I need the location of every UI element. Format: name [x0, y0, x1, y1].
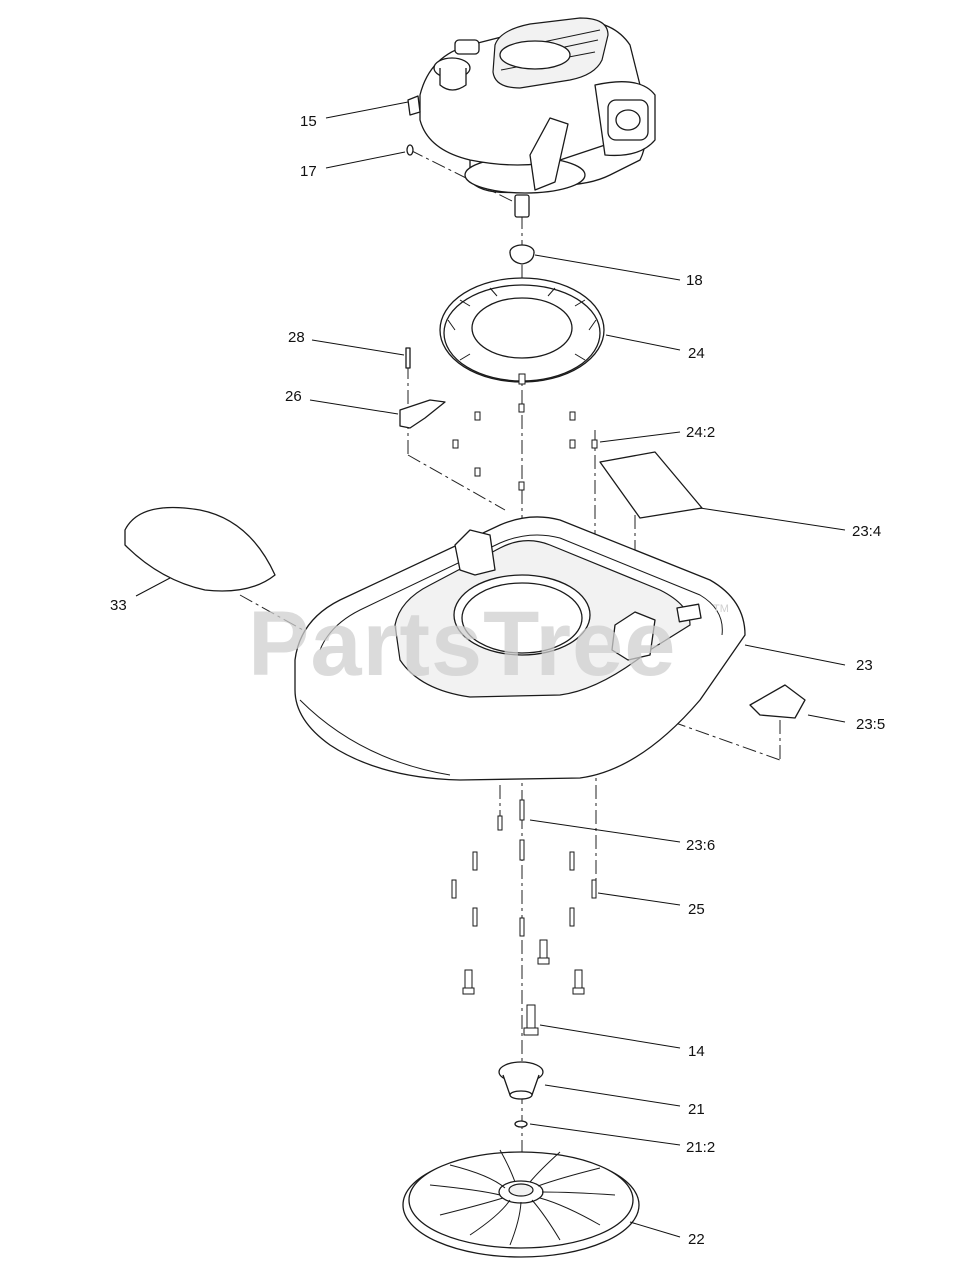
leader-lines — [135, 101, 846, 1238]
callout-28: 28 — [288, 329, 305, 346]
callout-33: 33 — [110, 597, 127, 614]
deck-part-23 — [294, 516, 746, 781]
callout-23-6: 23:6 — [686, 837, 715, 854]
nuts-part-24-2 — [452, 403, 598, 491]
mount-ring-part-24 — [439, 277, 605, 385]
watermark-trademark: TM — [713, 603, 729, 615]
engine-part-15 — [407, 17, 656, 218]
washer-part-18 — [509, 244, 535, 265]
grip-part-33 — [124, 506, 276, 592]
pin-part-28 — [405, 347, 411, 369]
callout-21-2: 21:2 — [686, 1139, 715, 1156]
callout-22: 22 — [688, 1231, 705, 1248]
fan-part-22 — [402, 1149, 640, 1258]
bracket-part-26 — [399, 399, 446, 429]
callout-18: 18 — [686, 272, 703, 289]
callout-23-5: 23:5 — [856, 716, 885, 733]
callout-17: 17 — [300, 163, 317, 180]
watermark: PartsTree TM — [248, 593, 729, 695]
washer-part-21-2 — [514, 1120, 528, 1128]
callout-21: 21 — [688, 1101, 705, 1118]
callout-24: 24 — [688, 345, 705, 362]
decal-part-23-5 — [749, 684, 806, 719]
decal-part-23-4 — [599, 451, 703, 519]
hub-part-21 — [498, 1061, 544, 1100]
callout-24-2: 24:2 — [686, 424, 715, 441]
callout-25: 25 — [688, 901, 705, 918]
callout-23-4: 23:4 — [852, 523, 881, 540]
callout-26: 26 — [285, 388, 302, 405]
watermark-text: PartsTree — [248, 593, 676, 695]
key-part-17 — [406, 144, 414, 156]
fasteners-below-deck — [451, 799, 597, 1036]
callout-15: 15 — [300, 113, 317, 130]
callout-14: 14 — [688, 1043, 705, 1060]
callout-23: 23 — [856, 657, 873, 674]
callout-labels: 15 17 18 28 24 26 24:2 23:4 33 23 23:5 2… — [110, 113, 885, 1248]
